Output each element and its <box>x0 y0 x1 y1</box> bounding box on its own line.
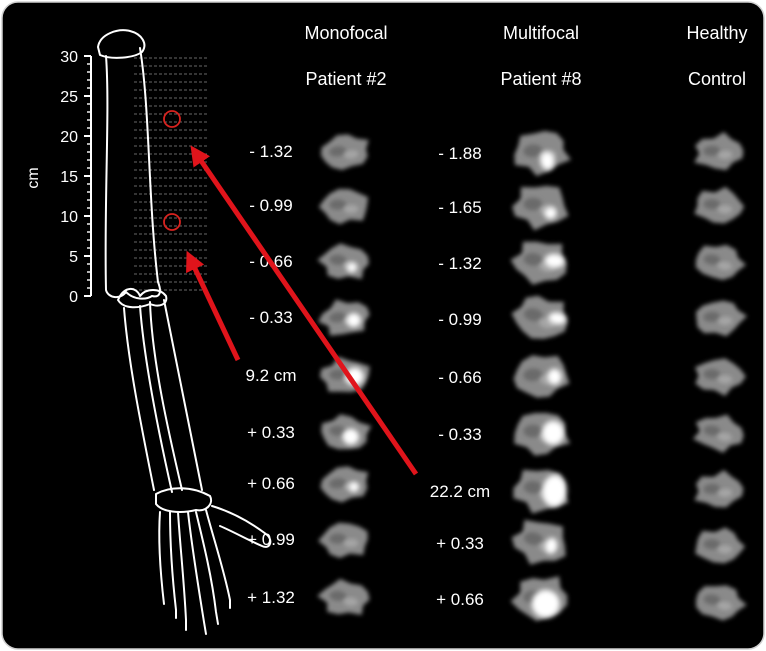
column-row-label: + 0.33 <box>436 534 484 553</box>
nerve-cross-section-image <box>321 414 372 450</box>
nerve-cross-section-image <box>695 244 747 280</box>
column-row-label: + 0.99 <box>247 530 295 549</box>
column-row-label: 9.2 cm <box>245 366 296 385</box>
nerve-cross-section-image <box>510 241 567 285</box>
nerve-cross-section-image <box>514 130 571 177</box>
column-row-label: - 0.33 <box>438 425 481 444</box>
lesion-marker-lower <box>163 213 181 231</box>
column-row-label: + 0.66 <box>436 590 484 609</box>
nerve-cross-section-image <box>696 300 748 337</box>
y-axis-tick-label: 15 <box>60 169 78 186</box>
monofocal-column: - 1.32- 0.99- 0.66- 0.339.2 cm+ 0.33+ 0.… <box>245 134 372 616</box>
y-axis-unit-label: cm <box>25 167 42 188</box>
column-row-label: - 1.32 <box>438 254 481 273</box>
y-axis-tick-label: 25 <box>60 89 78 106</box>
y-axis-tick-label: 10 <box>60 209 78 226</box>
column-row-label: - 0.99 <box>249 196 292 215</box>
arm-skeleton-outline <box>97 29 272 635</box>
column-row-label: + 1.32 <box>247 588 295 607</box>
column-row-label: - 0.99 <box>438 310 481 329</box>
healthy-column <box>692 132 748 621</box>
column-header-multifocal: Multifocal <box>503 23 579 43</box>
nerve-cross-section-image <box>694 132 744 171</box>
y-axis-tick-label: 5 <box>69 249 78 266</box>
nerve-cross-section-image <box>512 185 569 231</box>
nerve-cross-section-image <box>320 134 369 171</box>
lesion-marker-upper <box>163 110 181 128</box>
nerve-cross-section-image <box>317 243 370 280</box>
column-row-label: 22.2 cm <box>430 482 490 501</box>
column-row-label: - 1.32 <box>249 142 292 161</box>
column-header-control: Control <box>688 69 746 89</box>
nerve-cross-section-image <box>511 519 566 565</box>
column-header-patient-2: Patient #2 <box>305 69 386 89</box>
column-row-label: - 0.66 <box>438 368 481 387</box>
y-axis: 0 5 10 15 20 25 30 <box>60 49 92 306</box>
y-axis-tick-label: 0 <box>69 289 78 306</box>
column-header-healthy: Healthy <box>686 23 747 43</box>
multifocal-column: - 1.88 - 1.65 - 1.32 - 0.99 - 0.66 - 0.33 22.2… <box>430 130 571 622</box>
column-row-label: - 0.33 <box>249 308 292 327</box>
nerve-cross-section-image <box>694 186 745 224</box>
nerve-cross-section-image <box>318 522 368 559</box>
nerve-cross-section-image <box>514 413 571 456</box>
nerve-cross-section-image <box>510 576 568 622</box>
nerve-cross-section-image <box>320 466 369 503</box>
arrow-9-2-cm <box>186 250 241 362</box>
nerve-cross-section-image <box>513 355 570 398</box>
nerve-cross-section-image <box>318 299 370 336</box>
column-row-label: + 0.66 <box>247 474 295 493</box>
column-row-label: + 0.33 <box>247 423 295 442</box>
nerve-cross-section-image <box>513 469 569 514</box>
nerve-cross-section-image <box>696 585 747 621</box>
nerve-cross-section-image <box>695 527 746 564</box>
arrow-22-2-cm <box>190 145 419 476</box>
nerve-cross-section-image <box>511 295 568 339</box>
nerve-cross-section-image <box>694 470 744 508</box>
y-axis-tick-label: 20 <box>60 129 78 146</box>
nerve-cross-section-image <box>318 189 369 225</box>
nerve-cross-section-image <box>317 578 370 616</box>
nerve-cross-section-image <box>692 414 744 453</box>
column-row-label: - 1.65 <box>438 198 481 217</box>
column-header-monofocal: Monofocal <box>304 23 387 43</box>
column-row-label: - 1.88 <box>438 144 481 163</box>
nerve-cross-section-image <box>694 358 746 397</box>
y-axis-tick-label: 30 <box>60 49 78 66</box>
column-header-patient-8: Patient #8 <box>500 69 581 89</box>
